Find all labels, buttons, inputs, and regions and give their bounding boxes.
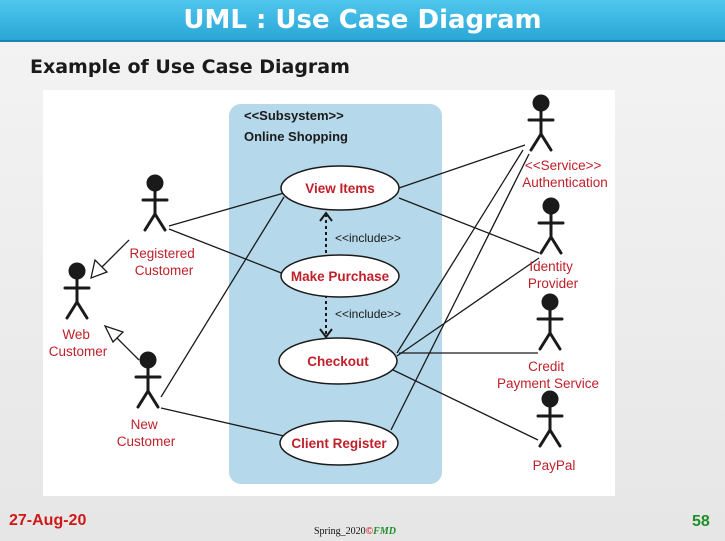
footer-course: Spring_2020 [314, 526, 366, 537]
footer-initials: FMD [373, 526, 396, 537]
assoc-registered-makepurchase [168, 228, 285, 275]
use-case-diagram: <<Subsystem>> Online Shopping [43, 90, 615, 496]
actor-credit-payment-figure [536, 293, 564, 351]
use-case-label: Checkout [307, 354, 369, 369]
include-label-2: <<include>> [335, 307, 401, 321]
actor-registered-customer-label: Registered Customer [129, 246, 198, 278]
generalization-registered-web [98, 239, 130, 271]
footer-date: 27-Aug-20 [9, 512, 87, 529]
slide-title: UML : Use Case Diagram [183, 5, 542, 35]
assoc-viewitems-identity [398, 197, 540, 254]
assoc-new-clientregister [160, 407, 285, 437]
subsystem-stereotype: <<Subsystem>> [244, 108, 344, 123]
actor-new-customer-label: New Customer [117, 417, 176, 449]
actor-paypal-figure [536, 390, 564, 448]
actor-credit-payment-label: Credit Payment Service [497, 359, 599, 391]
assoc-new-viewitems [160, 196, 285, 398]
use-case-client-register: Client Register [279, 420, 399, 466]
generalization-arrowhead-2 [103, 324, 125, 344]
actor-authentication-label: <<Service>> Authentication [522, 158, 608, 190]
use-case-ellipse [279, 420, 399, 466]
assoc-checkout-auth [396, 149, 524, 354]
copyright-mark: © [365, 526, 374, 537]
generalization-arrowhead-1 [90, 258, 109, 280]
actor-identity-provider-figure [537, 197, 565, 255]
include-label-1: <<include>> [335, 231, 401, 245]
use-case-label: Client Register [291, 436, 387, 451]
slide-title-bar: UML : Use Case Diagram [0, 0, 725, 42]
generalization-new-web [114, 335, 140, 361]
actor-web-customer-figure [63, 262, 91, 320]
actor-web-customer-label: Web Customer [49, 327, 108, 359]
use-case-ellipse [280, 254, 400, 298]
include-arrowheads [319, 211, 333, 339]
generalizations [90, 239, 140, 361]
include-arrowhead-1 [319, 211, 333, 222]
use-case-checkout: Checkout [278, 337, 398, 385]
actor-registered-customer-figure [141, 174, 169, 232]
page-number: 58 [692, 513, 710, 530]
actor-authentication-figure [527, 94, 555, 152]
use-case-view-items: View Items [280, 165, 400, 211]
actor-new-customer-figure [134, 351, 162, 409]
slide-subtitle: Example of Use Case Diagram [30, 56, 350, 78]
use-case-label: View Items [305, 181, 375, 196]
assoc-clientregister-auth [390, 153, 530, 431]
actor-figures [63, 94, 565, 448]
use-case-ellipse [280, 165, 400, 211]
use-case-make-purchase: Make Purchase [280, 254, 400, 298]
include-arrowhead-2 [319, 328, 333, 339]
assoc-checkout-identity [396, 257, 540, 357]
assoc-viewitems-auth [398, 144, 526, 189]
use-case-label: Make Purchase [291, 269, 390, 284]
assoc-registered-viewitems [168, 192, 285, 227]
associations [160, 144, 540, 441]
use-case-ellipse [278, 337, 398, 385]
actor-identity-provider-label: Identity Provider [528, 259, 579, 291]
subsystem-name: Online Shopping [244, 129, 348, 144]
footer-course-mark: Spring_2020©FMD [314, 526, 396, 537]
diagram-canvas: <<Subsystem>> Online Shopping [49, 94, 608, 484]
actor-paypal-label: PayPal [533, 458, 576, 473]
